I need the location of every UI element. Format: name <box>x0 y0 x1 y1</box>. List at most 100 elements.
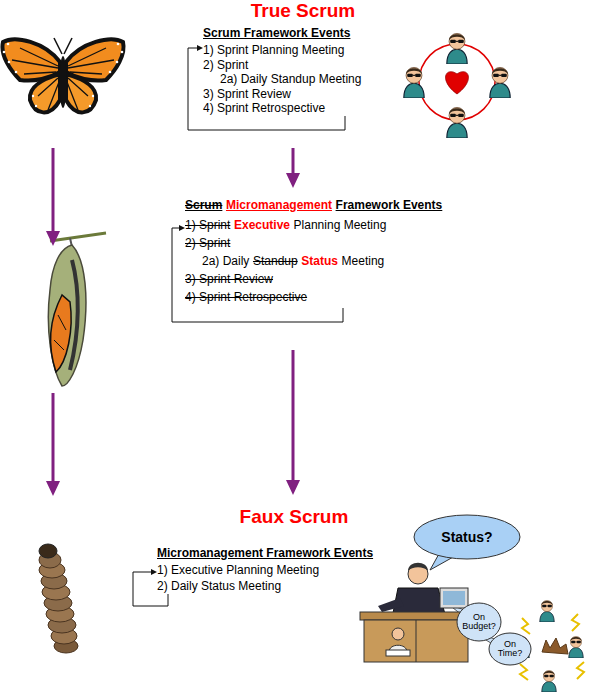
event-text: Executive <box>234 218 290 232</box>
loop-bracket <box>172 225 343 322</box>
stage-heading: True Scrum <box>233 0 373 22</box>
butterfly <box>2 38 123 112</box>
event-line: 3) Sprint Review <box>185 270 465 288</box>
manager-at-desk <box>416 620 417 662</box>
butterfly <box>32 95 34 97</box>
speech-bubble-outline <box>489 633 531 665</box>
butterfly <box>3 43 124 108</box>
event-text: 2a) Daily Standup Meeting <box>220 72 361 86</box>
caterpillar <box>39 544 57 558</box>
butterfly <box>116 61 119 64</box>
event-text: 3) Sprint Review <box>203 87 291 101</box>
manager-at-desk <box>386 650 410 656</box>
event-line: 1) Sprint Executive Planning Meeting <box>185 216 465 234</box>
stage-heading: Faux Scrum <box>224 506 364 528</box>
team-circle <box>404 33 510 138</box>
event-text: Micromanagement Framework Events <box>157 546 373 560</box>
manager-at-desk <box>408 563 428 571</box>
butterfly <box>64 38 72 54</box>
stage-arrow <box>46 231 60 246</box>
conflicted-team <box>577 662 584 679</box>
event-list: Scrum Framework Events 1) Sprint Planning… <box>203 26 368 148</box>
event-text: 1) Executive Planning Meeting <box>157 563 319 577</box>
chrysalis <box>48 233 106 386</box>
stage-arrow <box>46 148 60 496</box>
caterpillar <box>39 544 78 653</box>
event-text: Meeting <box>342 254 385 268</box>
conflicted-team <box>569 636 583 658</box>
manager-at-desk <box>360 552 500 662</box>
loop-bracket <box>172 228 343 322</box>
conflicted-team <box>542 670 556 692</box>
butterfly <box>92 95 94 97</box>
bubble-text: On Time? <box>491 640 529 659</box>
event-text: Planning Meeting <box>294 218 387 232</box>
manager-at-desk <box>378 598 404 612</box>
butterfly <box>12 48 59 110</box>
team-circle <box>446 72 469 94</box>
event-line: 2a) Daily StandupStatus Meeting <box>185 252 465 270</box>
event-text: 2) Sprint <box>185 236 230 250</box>
arrow-shaft <box>292 148 295 175</box>
event-list: ScrumMicromanagementFramework Events1) S… <box>185 188 465 350</box>
event-text: 4) Sprint Retrospective <box>185 290 307 304</box>
speech-bubble-outline <box>457 603 501 641</box>
butterfly <box>8 61 11 64</box>
arrow-head <box>286 480 300 495</box>
team-circle <box>447 107 467 138</box>
speech-bubble-outline <box>414 515 520 559</box>
butterfly <box>54 38 62 54</box>
chrysalis <box>51 295 71 372</box>
conflicted-team <box>542 638 568 654</box>
loop-bracket <box>151 569 157 575</box>
event-text: 1) Sprint Planning Meeting <box>203 43 344 57</box>
event-text: Micromanagement <box>226 198 332 212</box>
event-line: 4) Sprint Retrospective <box>185 288 465 306</box>
butterfly <box>67 48 114 110</box>
team-circle <box>404 67 424 98</box>
flow-arrow <box>286 350 300 495</box>
stage-arrow <box>52 393 55 482</box>
speech-bubble-node: On Time? <box>488 632 532 666</box>
event-line: 1) Executive Planning Meeting <box>157 562 367 578</box>
event-line: 3) Sprint Review <box>203 87 368 102</box>
butterfly <box>117 43 120 46</box>
butterfly <box>7 43 10 46</box>
bubble-text: On Budget? <box>459 613 499 632</box>
team-circle <box>447 33 467 64</box>
butterfly <box>2 39 60 80</box>
chrysalis <box>48 245 86 386</box>
event-text: Status <box>301 254 338 268</box>
speech-bubble-node: On Budget? <box>456 602 502 642</box>
event-text: 3) Sprint Review <box>185 272 273 286</box>
team-circle <box>490 67 510 98</box>
loop-bracket <box>188 45 345 130</box>
event-text: Scrum Framework Events <box>203 26 350 40</box>
event-text: 2) Daily Status Meeting <box>157 579 281 593</box>
loop-bracket <box>197 45 203 51</box>
event-text: Scrum <box>185 198 222 212</box>
conflicted-team <box>520 664 528 680</box>
event-text: 1) Sprint <box>185 218 230 232</box>
event-line: Micromanagement Framework Events <box>157 545 367 561</box>
butterfly <box>121 51 124 54</box>
butterfly <box>89 105 91 107</box>
butterfly <box>3 51 6 54</box>
loop-bracket <box>188 48 345 130</box>
event-text: 4) Sprint Retrospective <box>203 101 325 115</box>
event-line: 4) Sprint Retrospective <box>203 101 368 116</box>
event-text: 2a) Daily <box>202 254 249 268</box>
event-line: 2a) Daily Standup Meeting <box>203 72 368 87</box>
conflicted-team <box>522 618 530 634</box>
butterfly <box>109 71 112 74</box>
event-text: Standup <box>253 254 298 268</box>
arrow-shaft <box>292 350 295 482</box>
manager-at-desk <box>440 588 468 608</box>
arrow-head <box>286 173 300 188</box>
stage-arrow <box>52 148 55 232</box>
conflicted-team <box>572 614 579 631</box>
event-line: 2) Daily Status Meeting <box>157 578 367 594</box>
event-line: Scrum Framework Events <box>203 26 368 41</box>
loop-bracket <box>179 225 185 231</box>
